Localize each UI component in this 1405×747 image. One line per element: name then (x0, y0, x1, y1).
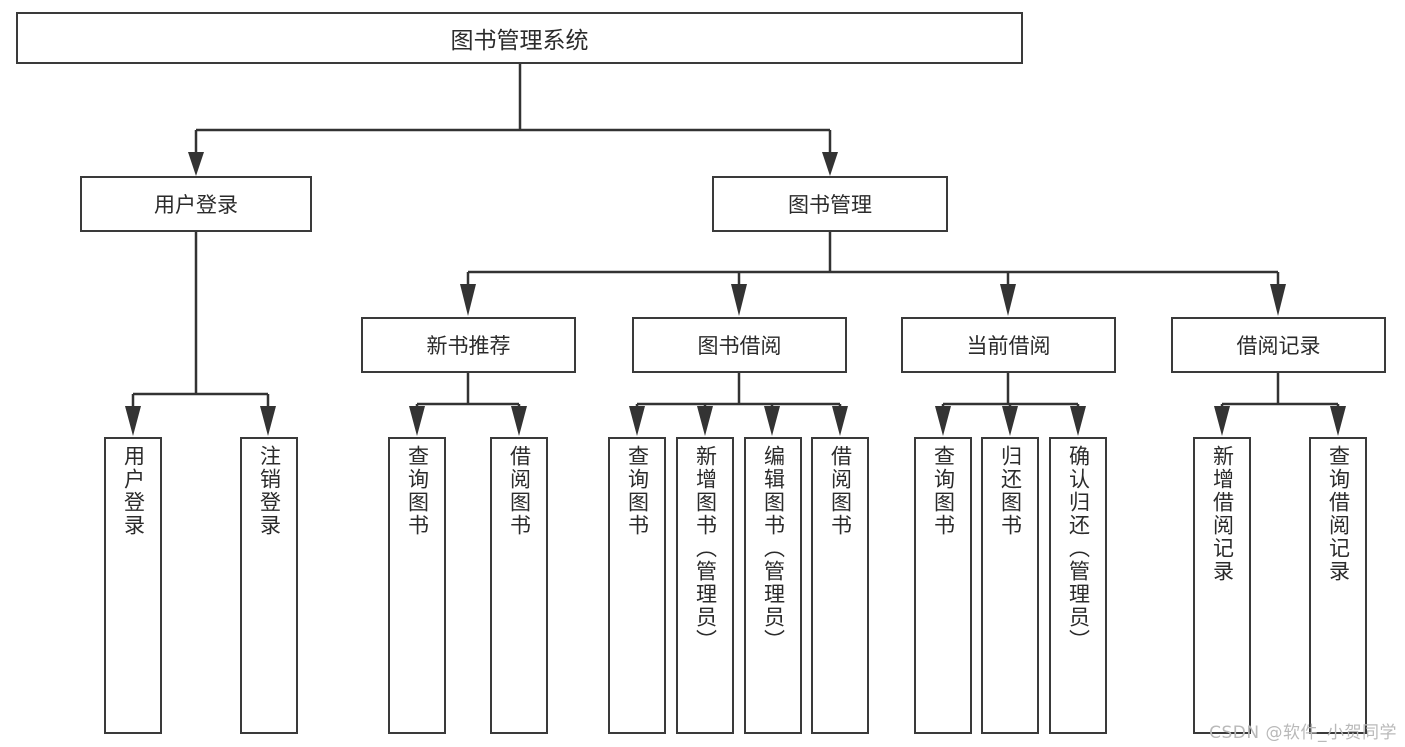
node-label: 查询图书 (931, 445, 956, 537)
node-borrow-record[interactable]: 借阅记录 (1171, 317, 1386, 373)
node-label: 新增借阅记录 (1210, 445, 1235, 583)
node-label: 新书推荐 (426, 334, 511, 358)
node-label: 用户登录 (154, 193, 238, 217)
leaf-borrow-book[interactable]: 借阅图书 (811, 437, 869, 734)
leaf-confirm-return-admin[interactable]: 确认归还（管理员） (1049, 437, 1107, 734)
node-label: 图书借阅 (697, 334, 782, 358)
node-user-login[interactable]: 用户登录 (80, 176, 312, 232)
node-root-book-management-system[interactable]: 图书管理系统 (16, 12, 1023, 64)
node-label: 借阅图书 (507, 445, 532, 537)
node-label: 查询图书 (625, 445, 650, 537)
node-label: 图书管理 (788, 193, 872, 217)
node-label: 注销登录 (257, 445, 282, 537)
node-label: 图书管理系统 (450, 28, 589, 54)
leaf-query-borrow-record[interactable]: 查询借阅记录 (1309, 437, 1367, 734)
node-label: 查询借阅记录 (1326, 445, 1351, 583)
leaf-query-book-current[interactable]: 查询图书 (914, 437, 972, 734)
node-new-book-recommend[interactable]: 新书推荐 (361, 317, 576, 373)
node-label: 编辑图书（管理员） (761, 445, 786, 652)
leaf-logout[interactable]: 注销登录 (240, 437, 298, 734)
watermark-text: CSDN @软件_小贺同学 (1209, 723, 1397, 743)
leaf-return-book[interactable]: 归还图书 (981, 437, 1039, 734)
node-book-borrow[interactable]: 图书借阅 (632, 317, 847, 373)
leaf-add-borrow-record[interactable]: 新增借阅记录 (1193, 437, 1251, 734)
leaf-user-login[interactable]: 用户登录 (104, 437, 162, 734)
node-label: 借阅图书 (828, 445, 853, 537)
leaf-edit-book-admin[interactable]: 编辑图书（管理员） (744, 437, 802, 734)
node-label: 用户登录 (121, 445, 146, 537)
node-book-management[interactable]: 图书管理 (712, 176, 948, 232)
node-label: 新增图书（管理员） (693, 445, 718, 652)
leaf-borrow-book-recommend[interactable]: 借阅图书 (490, 437, 548, 734)
node-label: 查询图书 (405, 445, 430, 537)
node-current-borrow[interactable]: 当前借阅 (901, 317, 1116, 373)
leaf-query-book-recommend[interactable]: 查询图书 (388, 437, 446, 734)
node-label: 当前借阅 (966, 334, 1051, 358)
node-label: 归还图书 (998, 445, 1023, 537)
leaf-add-book-admin[interactable]: 新增图书（管理员） (676, 437, 734, 734)
node-label: 借阅记录 (1236, 334, 1321, 358)
leaf-query-book-borrow[interactable]: 查询图书 (608, 437, 666, 734)
node-label: 确认归还（管理员） (1066, 445, 1091, 652)
